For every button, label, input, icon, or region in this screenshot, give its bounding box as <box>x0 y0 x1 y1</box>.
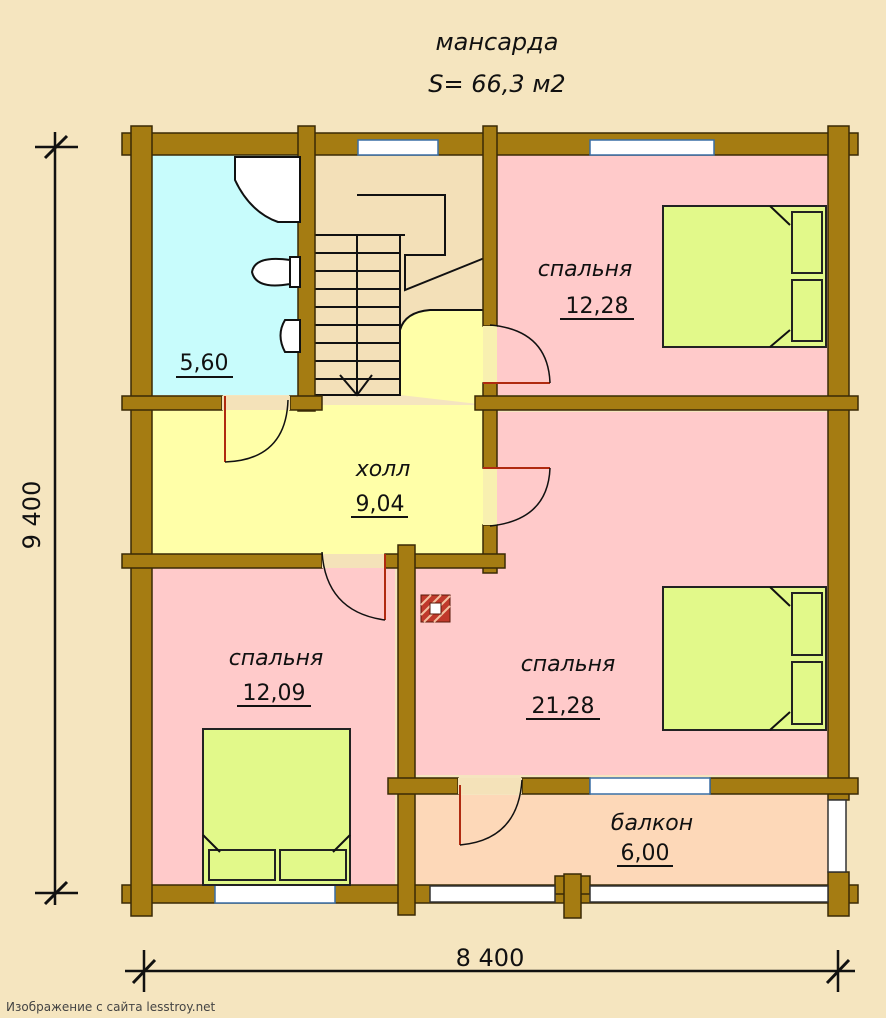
balcony-area-label: 6,00 <box>621 841 670 866</box>
balcony-area <box>415 795 828 885</box>
balcony-name: балкон <box>611 811 693 836</box>
bathroom-area-label: 5,60 <box>180 351 229 376</box>
bed-big-room <box>662 586 827 731</box>
bedroom-big-area-label: 21,28 <box>532 694 595 719</box>
toilet-icon <box>250 256 301 288</box>
height-dimension: 9 400 <box>18 132 78 906</box>
plan-total-area: S= 66,3 м2 <box>428 70 565 98</box>
hall-name: холл <box>355 457 411 482</box>
watermark: Изображение с сайта lesstroy.net <box>6 1000 216 1014</box>
windows <box>214 139 847 904</box>
chimney-icon <box>420 594 451 623</box>
bedroom-big-name: спальня <box>521 652 616 677</box>
bedroom-top-area-label: 12,28 <box>566 294 629 319</box>
hall-upper-area <box>400 310 487 405</box>
shower-icon <box>234 156 301 223</box>
bathroom-fixtures <box>234 156 301 353</box>
bed-left-room <box>202 728 351 886</box>
hall-area-label: 9,04 <box>356 492 405 517</box>
width-dimension-label: 8 400 <box>456 944 525 972</box>
bed-top-right <box>662 205 827 348</box>
bedroom-left-name: спальня <box>229 646 324 671</box>
bedroom-top-name: спальня <box>538 257 633 282</box>
width-dimension: 8 400 <box>125 944 855 992</box>
staircase <box>315 194 488 397</box>
doors <box>222 324 551 846</box>
bedroom-left-area-label: 12,09 <box>243 681 306 706</box>
plan-title: мансарда <box>436 28 559 56</box>
height-dimension-label: 9 400 <box>18 481 46 550</box>
sink-icon <box>279 319 301 353</box>
hall-area <box>152 405 487 555</box>
